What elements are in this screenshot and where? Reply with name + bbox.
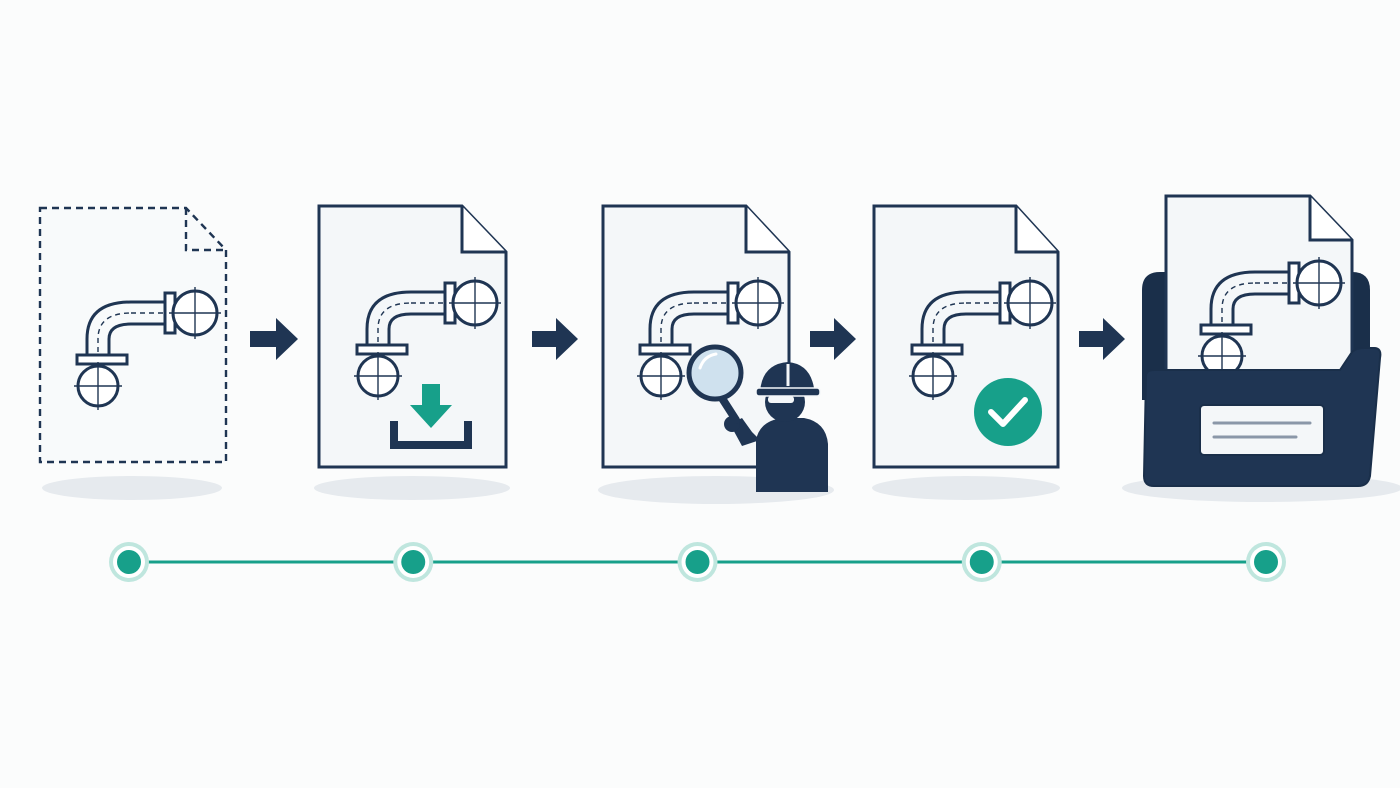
timeline-node-icon (1246, 542, 1286, 582)
arrow-right-icon (1079, 318, 1125, 360)
folder-label-icon (1199, 404, 1325, 456)
timeline-node-icon (961, 542, 1002, 582)
timeline-node-icon (109, 542, 149, 582)
inspector-with-magnifier-icon (686, 344, 828, 492)
arrow-right-icon (250, 318, 298, 360)
check-circle-icon (974, 378, 1042, 446)
arrow-right-icon (810, 318, 856, 360)
arrow-right-icon (532, 318, 578, 360)
document-in-folder-icon (1142, 194, 1382, 487)
timeline-node-icon (393, 542, 434, 582)
download-tray-icon (390, 384, 472, 449)
document-icon (601, 204, 791, 469)
timeline-node-icon (677, 542, 718, 582)
document-icon (317, 204, 508, 469)
timeline (109, 542, 1286, 582)
